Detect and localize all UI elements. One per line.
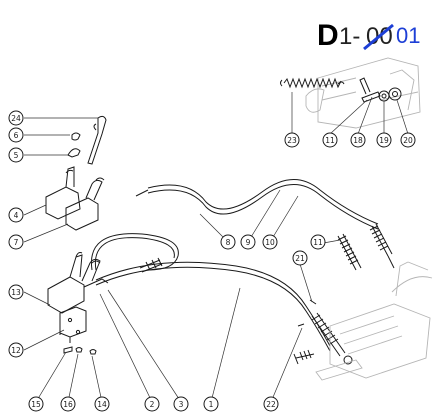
callout-number: 15 — [31, 400, 41, 409]
callout-ring — [8, 234, 24, 250]
callout-ring — [28, 396, 44, 412]
callout-12: 12 — [8, 342, 24, 358]
callout-number: 9 — [246, 238, 251, 247]
callout-number: 3 — [179, 400, 184, 409]
callout-ring — [8, 284, 24, 300]
callout-number: 1 — [209, 400, 214, 409]
callout-11: 11 — [322, 132, 338, 148]
callout-ring — [376, 132, 392, 148]
callout-15: 15 — [28, 396, 44, 412]
callout-11: 11 — [310, 234, 326, 250]
callout-number: 19 — [379, 136, 389, 145]
threaded-rod-11 — [337, 233, 362, 271]
callout-ring — [310, 234, 326, 250]
callout-2: 2 — [144, 396, 160, 412]
revision-strike-mark — [363, 23, 394, 51]
threaded-end-upper — [369, 223, 395, 269]
callout-ring — [8, 110, 24, 126]
callout-13: 13 — [8, 284, 24, 300]
callout-7: 7 — [8, 234, 24, 250]
callout-number: 11 — [325, 136, 335, 145]
callout-ring — [240, 234, 256, 250]
callout-number: 20 — [403, 136, 413, 145]
callout-number: 16 — [63, 400, 73, 409]
threaded-end-lower — [311, 312, 353, 365]
callout-number: 11 — [313, 238, 323, 247]
callout-number: 7 — [14, 238, 19, 247]
callout-21: 21 — [292, 250, 308, 266]
callout-4: 4 — [8, 207, 24, 223]
callout-ring — [284, 132, 300, 148]
callout-22: 22 — [263, 396, 279, 412]
new-revision: 01 — [396, 23, 420, 48]
callout-number: 6 — [14, 131, 19, 140]
callout-8: 8 — [220, 234, 236, 250]
callout-number: 14 — [97, 400, 107, 409]
callout-18: 18 — [350, 132, 366, 148]
callout-ring — [262, 234, 278, 250]
lever-parts — [23, 115, 107, 243]
callout-number: 4 — [14, 211, 19, 220]
callout-10: 10 — [262, 234, 278, 250]
callout-number: 10 — [265, 238, 275, 247]
callout-19: 19 — [376, 132, 392, 148]
drawing-id: D 1- 00 01 — [317, 19, 420, 52]
callout-9: 9 — [240, 234, 256, 250]
callout-3: 3 — [173, 396, 189, 412]
callout-ring — [322, 132, 338, 148]
callout-23: 23 — [284, 132, 300, 148]
callout-number: 24 — [11, 114, 21, 123]
callout-ring — [8, 127, 24, 143]
drawing-letter: D — [317, 19, 339, 52]
callout-20: 20 — [400, 132, 416, 148]
callout-ring — [173, 396, 189, 412]
tension-spring-23 — [280, 77, 345, 89]
callout-ring — [8, 207, 24, 223]
callout-1: 1 — [203, 396, 219, 412]
callout-ring — [8, 342, 24, 358]
callout-ring — [8, 147, 24, 163]
callout-ring — [203, 396, 219, 412]
callout-number: 18 — [353, 136, 363, 145]
lever-bracket-assembly — [23, 252, 109, 403]
drawing-number: 1- — [339, 23, 360, 50]
callout-number: 12 — [11, 346, 21, 355]
callout-number: 8 — [226, 238, 231, 247]
callout-ring — [94, 396, 110, 412]
callout-ring — [350, 132, 366, 148]
callout-number: 22 — [266, 400, 276, 409]
callout-ring — [60, 396, 76, 412]
callout-number: 5 — [14, 151, 19, 160]
callout-6: 6 — [8, 127, 24, 143]
callout-number: 23 — [287, 136, 297, 145]
spring-detail — [280, 57, 421, 135]
cables — [90, 179, 395, 403]
callout-24: 24 — [8, 110, 24, 126]
callout-ring — [292, 250, 308, 266]
chassis-reference — [293, 261, 433, 381]
callout-number: 21 — [295, 254, 305, 263]
callout-16: 16 — [60, 396, 76, 412]
callout-ring — [220, 234, 236, 250]
callout-ring — [400, 132, 416, 148]
callout-number: 2 — [150, 400, 155, 409]
callout-ring — [263, 396, 279, 412]
callout-14: 14 — [94, 396, 110, 412]
callout-5: 5 — [8, 147, 24, 163]
callout-number: 13 — [11, 288, 21, 297]
callout-ring — [144, 396, 160, 412]
